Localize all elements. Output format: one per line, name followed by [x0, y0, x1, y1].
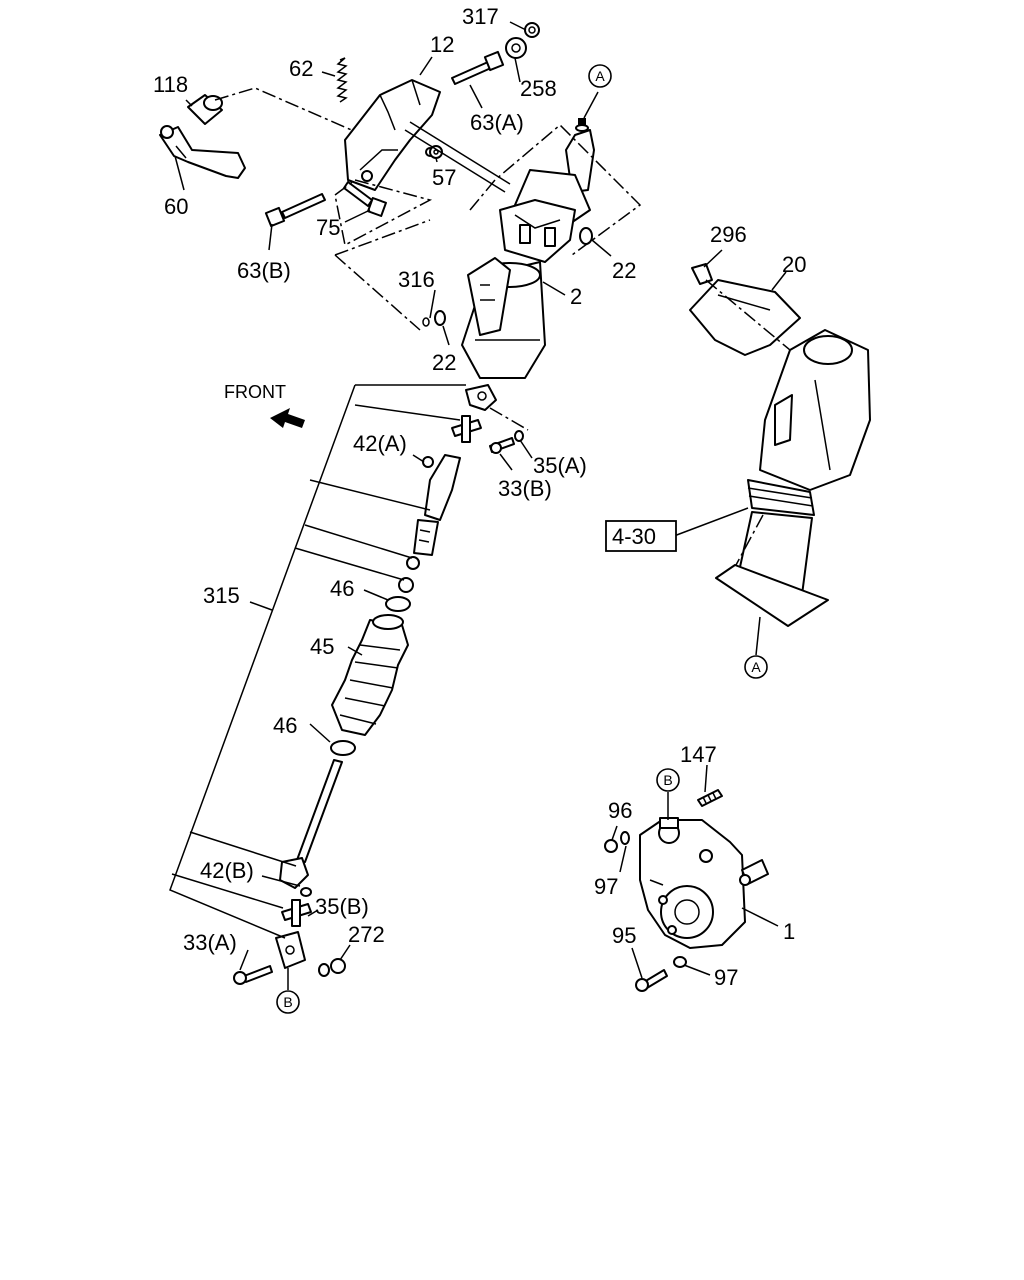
label-42a: 42(A) [353, 431, 407, 456]
label-62: 62 [289, 56, 313, 81]
spider-cross-part-42b [281, 899, 312, 927]
boot-part-45 [331, 614, 409, 736]
nut-part-258 [505, 37, 527, 59]
label-272: 272 [348, 922, 385, 947]
bolt-part-147 [697, 789, 723, 807]
label-118: 118 [153, 72, 188, 97]
washer-part-35b [300, 887, 312, 897]
label-12: 12 [430, 32, 454, 57]
label-296: 296 [710, 222, 747, 247]
label-97-upper: 97 [594, 874, 618, 899]
label-317: 317 [462, 4, 499, 29]
bracket-part-12 [344, 79, 441, 191]
front-label: FRONT [224, 382, 286, 402]
label-46-upper: 46 [330, 576, 354, 601]
slip-joint-shaft [413, 454, 461, 556]
reference-box-4-30[interactable]: 4-30 [605, 520, 677, 552]
marker-a-top: A [588, 64, 612, 88]
clamp-part-46-upper [385, 596, 411, 612]
label-22-upper: 22 [612, 258, 636, 283]
washer-part-97-lower [673, 956, 687, 968]
pin-part-316 [422, 317, 430, 327]
label-35a: 35(A) [533, 453, 587, 478]
front-arrow-icon [270, 408, 305, 428]
snap-ring-nut [398, 556, 420, 593]
label-20: 20 [782, 252, 806, 277]
lever-part-60 [159, 125, 246, 179]
svg-text:B: B [283, 994, 292, 1010]
bolt-part-95 [635, 969, 668, 992]
universal-joint-yoke-upper [465, 384, 497, 411]
column-cover-housing [759, 329, 871, 491]
lower-yoke-bracket [275, 931, 306, 969]
column-upper-bracket [499, 169, 591, 263]
bolt-part-33b [489, 437, 515, 454]
marker-b-gear: B [656, 768, 680, 792]
label-315: 315 [203, 583, 240, 608]
sleeve-part-118 [187, 94, 223, 125]
label-57: 57 [432, 165, 456, 190]
label-63a: 63(A) [470, 110, 524, 135]
nut-part-317 [524, 22, 540, 38]
label-96: 96 [608, 798, 632, 823]
bolt-part-63a [451, 50, 505, 85]
label-316: 316 [398, 267, 435, 292]
svg-text:A: A [595, 68, 605, 84]
lower-shaft [296, 759, 343, 863]
bolt-part-296 [691, 263, 713, 285]
label-35b: 35(B) [315, 894, 369, 919]
spring-part-62 [336, 57, 348, 103]
bolt-part-33a [233, 965, 273, 985]
label-22-lower: 22 [432, 350, 456, 375]
label-147: 147 [680, 742, 717, 767]
label-97-lower: 97 [714, 965, 738, 990]
universal-joint-yoke-lower [279, 857, 309, 889]
marker-a-bottom: A [744, 655, 768, 679]
marker-b-shaft: B [276, 990, 300, 1014]
spider-cross-part-42a [451, 415, 482, 443]
nut-part-96 [604, 839, 618, 853]
label-46-lower: 46 [273, 713, 297, 738]
label-2: 2 [570, 284, 582, 309]
washer-part-272 [318, 958, 346, 977]
washer-part-97-upper [620, 831, 630, 845]
label-60: 60 [164, 194, 188, 219]
steering-gear-part-1 [639, 817, 769, 949]
label-45: 45 [310, 634, 334, 659]
svg-text:B: B [663, 772, 672, 788]
svg-text:4-30: 4-30 [612, 524, 656, 549]
bolt-part-63b [264, 193, 326, 228]
svg-text:A: A [751, 659, 761, 675]
washer-part-22-upper [579, 227, 593, 245]
label-1: 1 [783, 919, 795, 944]
boot-part-4-30 [715, 479, 829, 627]
label-33b: 33(B) [498, 476, 552, 501]
label-42b: 42(B) [200, 858, 254, 883]
label-63b: 63(B) [237, 258, 291, 283]
label-95: 95 [612, 923, 636, 948]
steering-column-part-2 [461, 257, 546, 379]
washer-part-22-lower [434, 310, 446, 326]
washer-part-35a [514, 430, 524, 442]
clamp-part-46-lower [330, 740, 356, 756]
label-75: 75 [316, 215, 340, 240]
bolt-part-75 [343, 181, 387, 217]
label-33a: 33(A) [183, 930, 237, 955]
label-258: 258 [520, 76, 557, 101]
